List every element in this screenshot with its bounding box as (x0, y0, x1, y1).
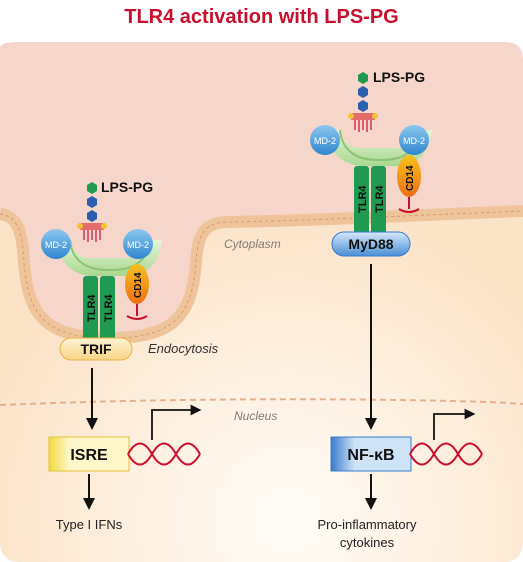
figure-title: TLR4 activation with LPS-PG (124, 6, 399, 28)
nfkb-label: NF-κB (347, 447, 394, 464)
right-md2-left-node (310, 125, 340, 155)
left-dna-helix (127, 442, 201, 466)
right-tlr4-label-a: TLR4 (357, 185, 369, 213)
membrane-texture (0, 210, 523, 339)
left-tlr4-rod-a (83, 276, 98, 340)
left-md2-left-node (41, 229, 71, 259)
pro-inflammatory-label: Pro-inflammatory (318, 517, 417, 532)
right-cd14-label: CD14 (405, 165, 416, 191)
left-cd14-node (125, 264, 149, 304)
endocytosis-label: Endocytosis (148, 341, 219, 356)
left-tlr4-rod-b (100, 276, 115, 340)
cytokines-label: cytokines (340, 535, 395, 550)
right-cd14-anchor (398, 197, 420, 213)
type-i-ifns-label: Type I IFNs (56, 517, 123, 532)
right-md2-right-label: MD-2 (403, 136, 425, 146)
right-receptor-complex: LPS-PG MD-2 MD-2 TLR4 TLR4 CD14 MyD88 (310, 69, 432, 257)
right-transcription-arrow (433, 408, 476, 440)
isre-label: ISRE (70, 447, 108, 464)
left-trif-label: TRIF (80, 341, 112, 357)
right-tlr4-rod-a (354, 166, 369, 234)
left-tlr4-label-a: TLR4 (86, 294, 98, 322)
right-myd88-label: MyD88 (348, 236, 393, 252)
right-md2-left-label: MD-2 (314, 136, 336, 146)
left-md2-right-node (123, 229, 153, 259)
left-ligand-label: LPS-PG (101, 179, 153, 195)
right-lps-pg-molecule (348, 72, 378, 132)
right-md2-right-node (399, 125, 429, 155)
right-tlr4-rod-b (371, 166, 386, 234)
right-dna-helix (409, 442, 483, 466)
right-ligand-label: LPS-PG (373, 69, 425, 85)
left-receptor-complex: LPS-PG MD-2 MD-2 TLR4 TLR4 CD14 TRIF (41, 179, 162, 361)
left-cd14-anchor (126, 304, 148, 320)
nfkb-node (330, 436, 412, 472)
left-cd14-label: CD14 (133, 272, 144, 298)
left-md2-right-label: MD-2 (127, 240, 149, 250)
left-lps-pg-molecule (77, 182, 107, 242)
isre-node (48, 436, 130, 472)
left-trif-node (59, 337, 133, 361)
left-transcription-arrow (151, 404, 202, 440)
cytoplasm-label: Cytoplasm (224, 237, 281, 251)
left-tlr4-label-b: TLR4 (103, 294, 115, 322)
nucleus-label: Nucleus (234, 409, 277, 423)
right-tlr4-label-b: TLR4 (374, 185, 386, 213)
right-cd14-node (397, 155, 421, 197)
left-md2-left-label: MD-2 (45, 240, 67, 250)
right-myd88-node (331, 231, 411, 257)
